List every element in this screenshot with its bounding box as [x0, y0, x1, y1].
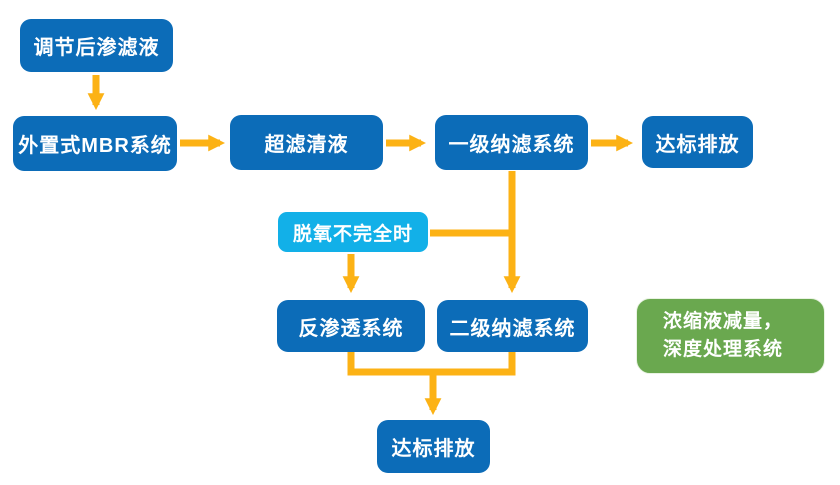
node-ultrafiltration-clear-liquid: 超滤清液 [230, 115, 383, 170]
node-adjusted-leachate: 调节后渗滤液 [20, 19, 173, 72]
node-discharge-bottom: 达标排放 [377, 420, 490, 473]
node-first-stage-nanofiltration: 一级纳滤系统 [435, 115, 588, 170]
node-mbr-system: 外置式MBR系统 [13, 116, 177, 171]
node-concentrate-reduction-system: 浓缩液减量， 深度处理系统 [636, 298, 825, 374]
node-reverse-osmosis: 反渗透系统 [277, 300, 425, 352]
node-deoxygenation-incomplete: 脱氧不完全时 [278, 212, 428, 252]
node-discharge-top: 达标排放 [642, 116, 753, 168]
concentrate-label-line2: 深度处理系统 [663, 339, 784, 360]
node-second-stage-nanofiltration: 二级纳滤系统 [437, 300, 588, 352]
line-merge-bar [347, 351, 516, 376]
concentrate-label-line1: 浓缩液减量， [663, 311, 784, 332]
